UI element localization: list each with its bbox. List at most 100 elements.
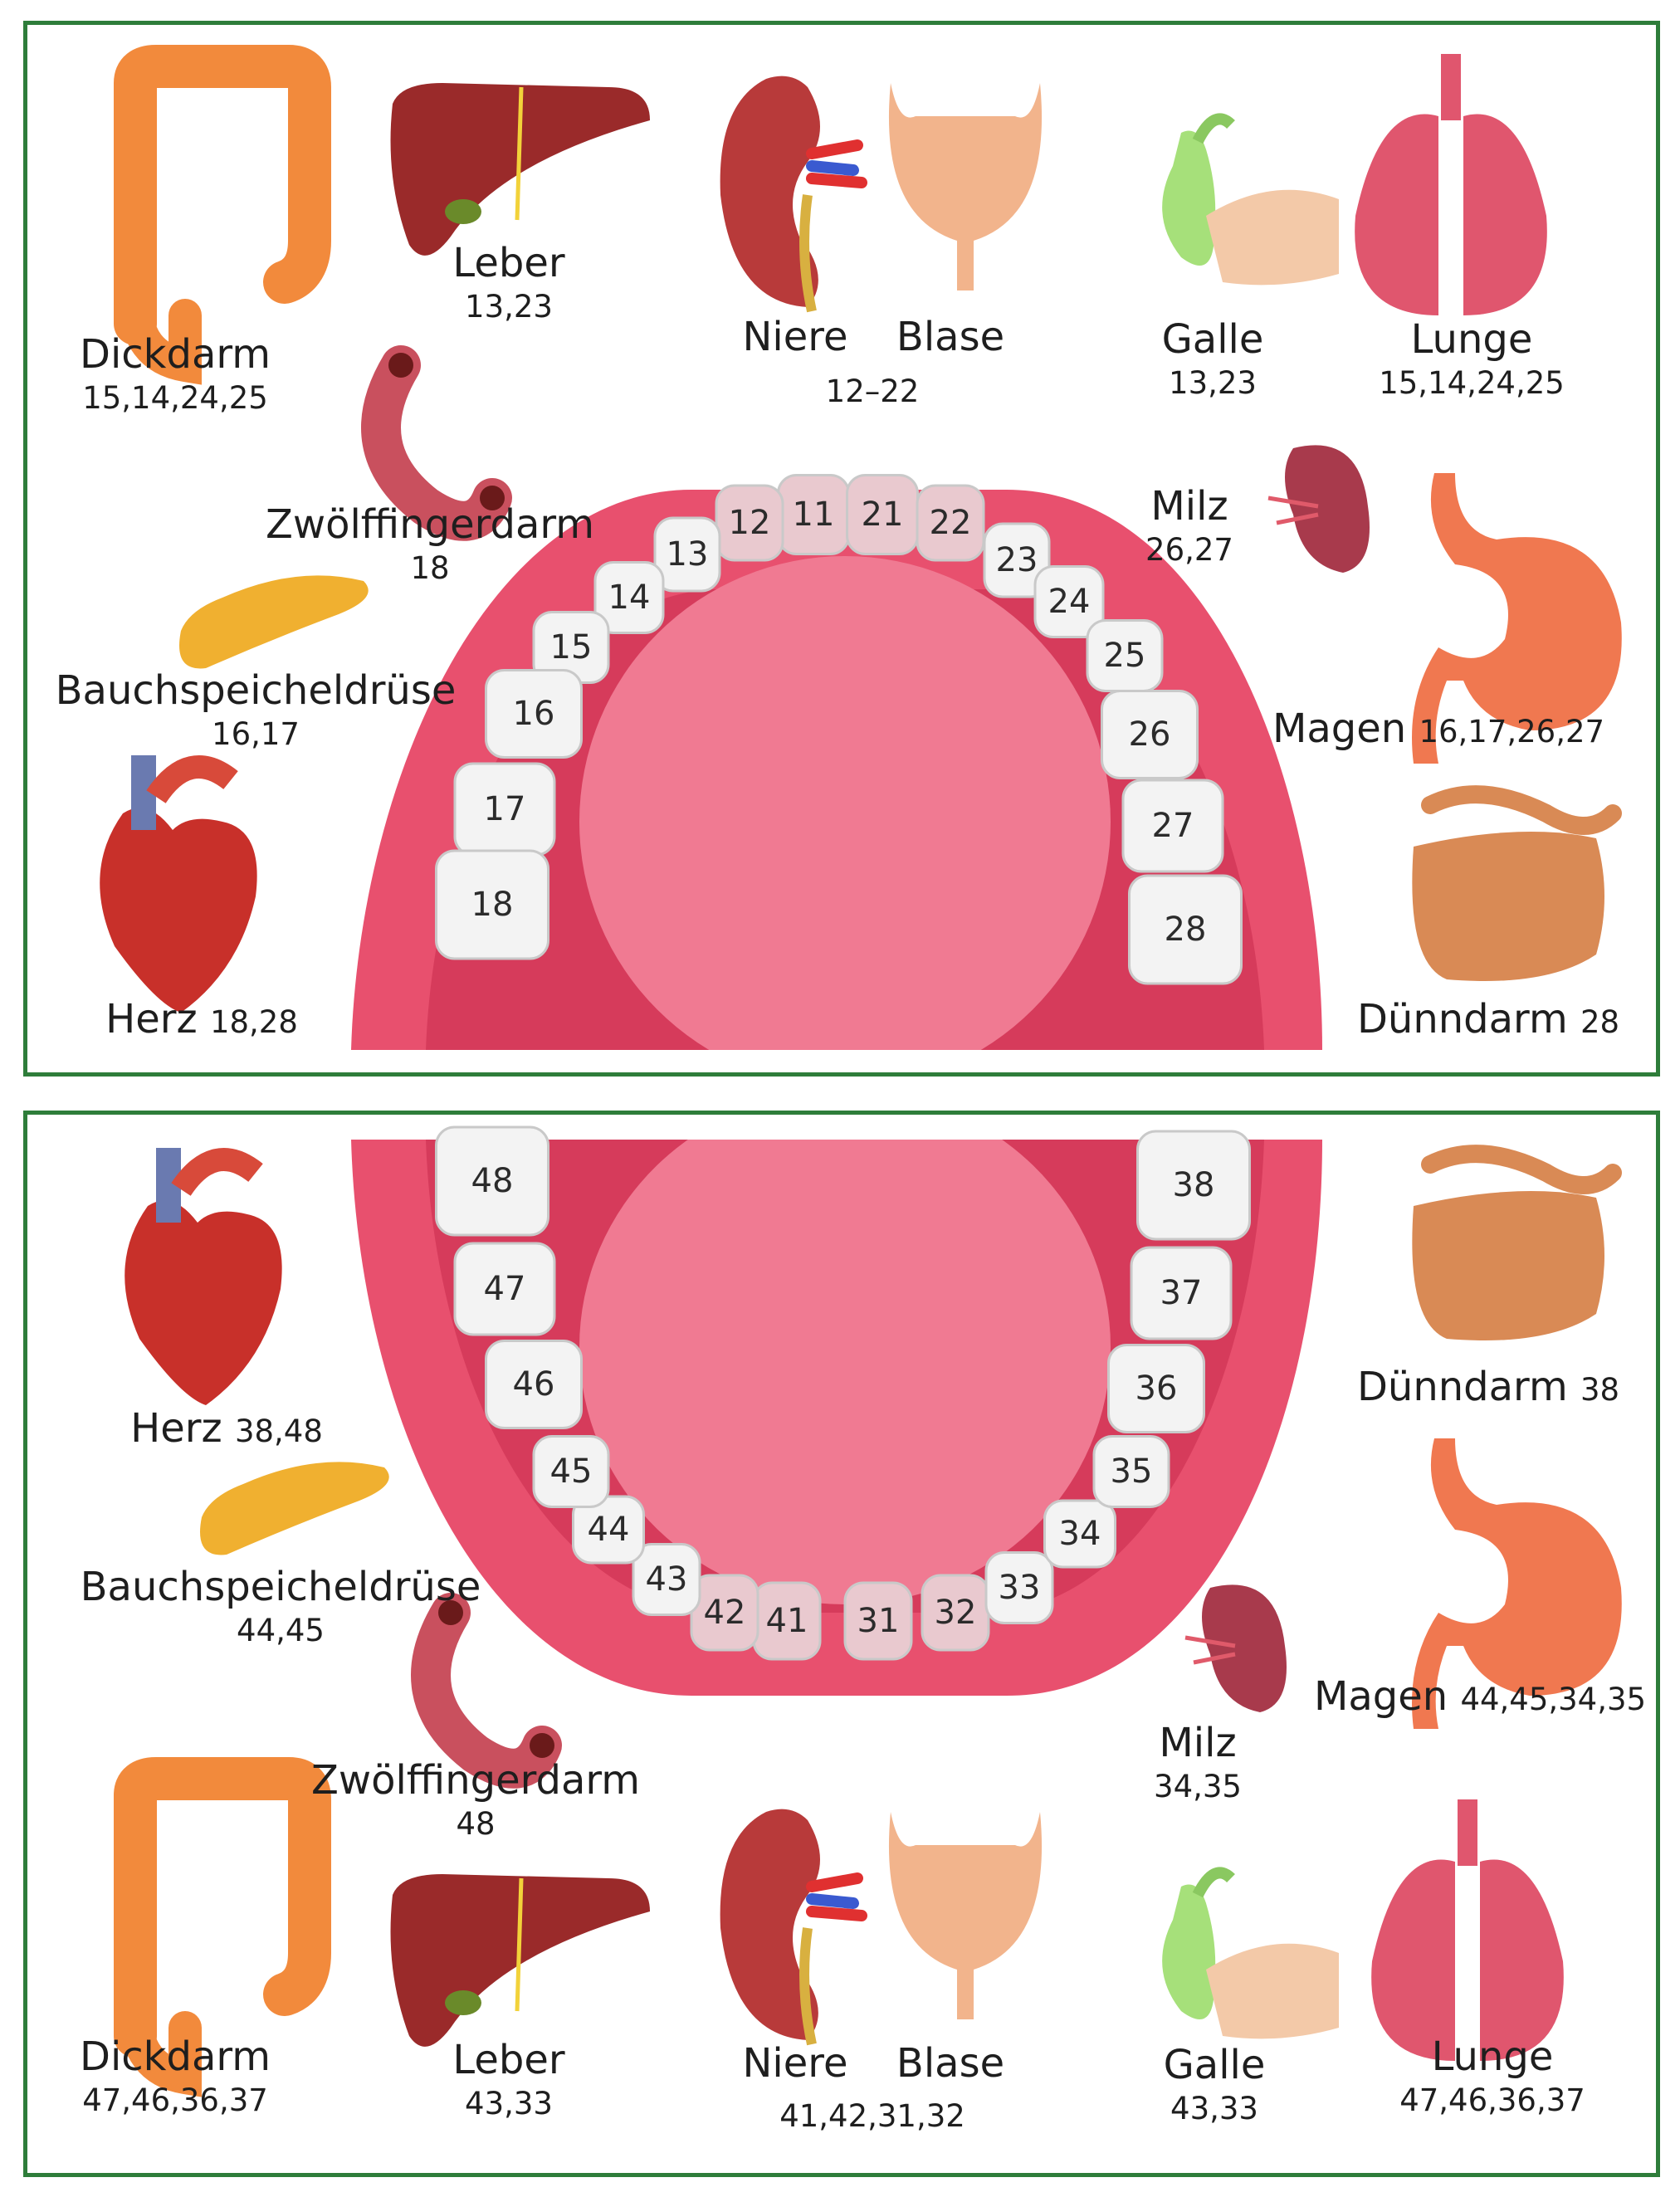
tooth-label-25: 25 (1104, 637, 1146, 675)
label-blase-upper: Blase (896, 314, 1004, 360)
organ-name: Leber (452, 240, 565, 286)
tooth-label-47: 47 (484, 1270, 526, 1308)
kidney-icon (720, 76, 867, 313)
organ-name: Niere (742, 2040, 848, 2087)
upper-tongue (579, 556, 1111, 1072)
tooth-label-36: 36 (1135, 1369, 1178, 1408)
tooth-label-38: 38 (1173, 1166, 1215, 1204)
tooth-label-28: 28 (1165, 911, 1207, 949)
tooth-label-46: 46 (513, 1365, 555, 1404)
organ-name: Magen (1272, 705, 1407, 752)
organ-name: Herz (105, 996, 198, 1042)
colon-icon (114, 1757, 331, 2097)
tooth-numbers: 47,46,36,37 (82, 2082, 268, 2119)
label-duenndarm-upper: Dünndarm 28 (1357, 996, 1619, 1042)
tooth-45 (532, 1435, 610, 1508)
tooth-label-21: 21 (862, 496, 904, 534)
organ-name: Blase (896, 2040, 1005, 2087)
lower-tongue (579, 1115, 1111, 1604)
tooth-numbers: 18 (410, 550, 450, 587)
organ-name: Milz (1150, 483, 1228, 530)
label-magen-upper: Magen 16,17,26,27 (1272, 705, 1604, 752)
tooth-44 (572, 1495, 645, 1565)
organ-name: Dickdarm (79, 331, 271, 378)
organ-name: Niere (742, 314, 848, 360)
heart-icon (100, 755, 257, 1013)
tooth-label-33: 33 (999, 1569, 1041, 1607)
stomach-icon (1412, 1438, 1622, 1729)
tooth-22 (916, 484, 985, 562)
tooth-numbers: 44,45,34,35 (1460, 1682, 1647, 1717)
duodenum-icon (361, 345, 512, 541)
organ-name: Bauchspeicheldrüse (80, 1564, 481, 1610)
tooth-label-14: 14 (608, 579, 651, 617)
bladder-icon (888, 1812, 1043, 2019)
label-magen-lower: Magen 44,45,34,35 (1314, 1673, 1646, 1720)
organ-name: Dünndarm (1356, 996, 1568, 1042)
pancreas-icon (200, 1462, 389, 1555)
tooth-label-41: 41 (766, 1602, 808, 1640)
tooth-label-42: 42 (704, 1594, 746, 1632)
tooth-label-45: 45 (550, 1452, 593, 1491)
organ-name: Bauchspeicheldrüse (55, 667, 457, 714)
organ-name: Lunge (1410, 316, 1533, 363)
small-intestine-icon (1412, 1145, 1622, 1340)
tooth-label-32: 32 (935, 1594, 977, 1632)
tooth-47 (453, 1242, 556, 1336)
organ-name: Zwölffingerdarm (310, 1757, 641, 1804)
bladder-icon (888, 83, 1043, 290)
tooth-numbers: 38 (1580, 1372, 1620, 1408)
tooth-label-24: 24 (1048, 583, 1091, 621)
tooth-numbers: 13,23 (465, 289, 553, 325)
tooth-18 (435, 849, 549, 960)
tooth-34 (1043, 1499, 1116, 1569)
label-herz-upper: Herz 18,28 (105, 996, 298, 1042)
spleen-icon (1184, 1584, 1287, 1712)
lung-icon (1371, 1799, 1564, 2061)
heart-icon (125, 1148, 282, 1405)
tooth-label-43: 43 (646, 1560, 688, 1599)
tooth-numbers: 43,33 (1170, 2091, 1258, 2127)
tooth-label-23: 23 (996, 541, 1038, 579)
tooth-26 (1101, 690, 1199, 779)
tooth-numbers: 43,33 (465, 2086, 553, 2122)
organ-name: Dünndarm (1356, 1364, 1568, 1410)
tooth-48 (435, 1125, 549, 1237)
tooth-28 (1128, 874, 1243, 985)
lung-icon (1355, 54, 1547, 315)
label-niere-blase-teeth-upper: 12–22 (826, 365, 920, 412)
colon-icon (114, 45, 331, 385)
label-niere-lower: Niere (743, 2040, 848, 2087)
label-niere-upper: Niere (743, 314, 848, 360)
tooth-31 (843, 1581, 913, 1661)
tooth-37 (1130, 1246, 1233, 1340)
organ-name: Lunge (1431, 2033, 1554, 2080)
tooth-36 (1107, 1344, 1205, 1433)
liver-icon (390, 1874, 650, 2047)
tooth-numbers: 13,23 (1169, 365, 1257, 402)
organ-name: Galle (1161, 316, 1264, 363)
tooth-16 (485, 669, 583, 759)
tooth-label-35: 35 (1111, 1452, 1153, 1491)
small-intestine-icon (1412, 785, 1622, 981)
tooth-label-11: 11 (793, 496, 835, 534)
tooth-12 (715, 484, 784, 562)
liver-icon (390, 83, 650, 256)
tooth-23 (983, 522, 1051, 598)
organ-name: Milz (1159, 1720, 1237, 1766)
tooth-numbers: 15,14,24,25 (1379, 365, 1565, 402)
organ-name: Herz (130, 1405, 222, 1452)
tooth-numbers: 44,45 (237, 1613, 325, 1649)
tooth-label-34: 34 (1059, 1515, 1101, 1553)
kidney-icon (720, 1809, 867, 2046)
